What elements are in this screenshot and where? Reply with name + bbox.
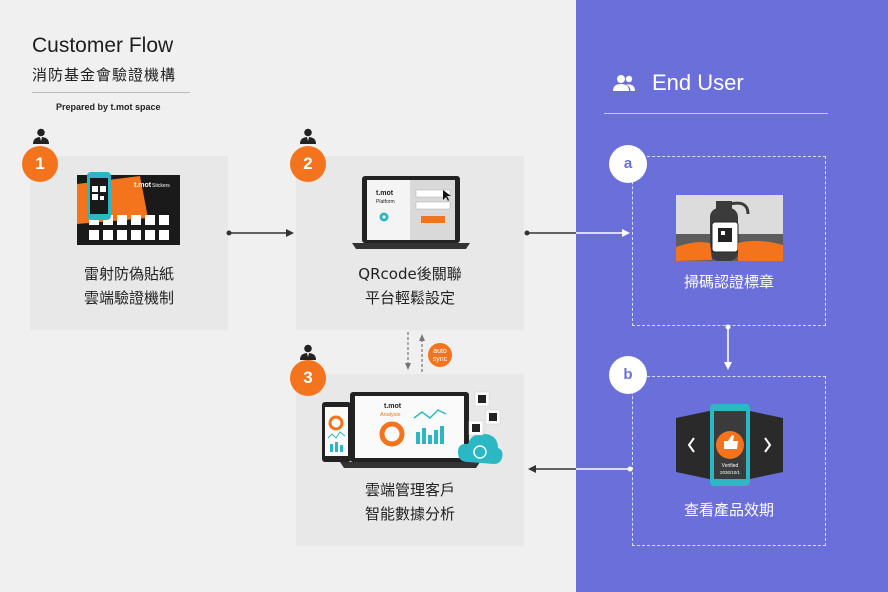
- end-user-step-b-card: 查看產品效期: [632, 376, 826, 546]
- step-2-label: QRcode後關聯 平台輕鬆設定: [296, 262, 524, 310]
- connector-sync-2-3: [405, 332, 425, 372]
- step-2-label-line1: QRcode後關聯: [358, 265, 462, 283]
- end-user-step-a-letter: a: [609, 145, 647, 183]
- prepared-by: Prepared by t.mot space: [56, 102, 161, 112]
- step-1-number: 1: [22, 146, 58, 182]
- step-3-label: 雲端管理客戶 智能數據分析: [296, 478, 524, 526]
- verified-phone-illustration: Verified 2030/10/1: [676, 404, 783, 486]
- end-user-step-b-label: 查看產品效期: [683, 501, 774, 519]
- platform-laptop-illustration: t.mot Platform: [352, 176, 470, 249]
- platform-brand-text: t.mot: [376, 190, 394, 197]
- person-icon: [300, 128, 316, 144]
- end-user-step-a-label: 掃碼認證標章: [683, 273, 774, 291]
- group-users-icon: [613, 75, 635, 91]
- auto-sync-line2: sync: [433, 356, 448, 363]
- connector-1-to-2: [226, 229, 294, 237]
- sticker-caption-text: Stickers: [152, 183, 170, 189]
- end-user-step-b-letter: b: [609, 356, 647, 394]
- step-3-label-line2: 智能數據分析: [364, 505, 455, 523]
- end-user-title: End User: [652, 70, 744, 95]
- step-2-label-line2: 平台輕鬆設定: [364, 289, 455, 307]
- step-1-label-line2: 雲端驗證機制: [83, 289, 174, 307]
- connector-b-to-3: [528, 465, 633, 473]
- step-2-number: 2: [290, 146, 326, 182]
- step-3-label-line1: 雲端管理客戶: [364, 481, 455, 499]
- person-icon: [33, 128, 49, 144]
- step-1-label: 雷射防偽貼紙 雲端驗證機制: [30, 262, 228, 310]
- analysis-brand-text: t.mot: [384, 403, 402, 410]
- end-user-panel: [576, 0, 888, 592]
- scan-extinguisher-illustration: [676, 195, 783, 261]
- step-3-number: 3: [290, 360, 326, 396]
- analysis-devices-illustration: t.mot Analysis: [322, 391, 503, 468]
- platform-caption-text: Platform: [376, 199, 395, 205]
- auto-sync-badge: auto sync: [428, 343, 452, 367]
- analysis-caption-text: Analysis: [380, 412, 401, 418]
- connector-2-to-a: [524, 229, 630, 237]
- sticker-brand-text: t.mot: [134, 182, 152, 189]
- step-1-label-line1: 雷射防偽貼紙: [83, 265, 174, 283]
- connector-a-to-b: [724, 324, 732, 370]
- page-subtitle: 消防基金會驗證機構: [32, 66, 177, 84]
- sticker-sheet-illustration: t.mot Stickers: [77, 172, 180, 245]
- auto-sync-line1: auto: [433, 348, 447, 355]
- page-title: Customer Flow: [32, 34, 174, 57]
- end-user-divider: [604, 113, 828, 114]
- person-icon: [300, 344, 316, 360]
- title-divider: [32, 92, 190, 93]
- verified-label-text: Verified: [722, 463, 739, 469]
- verified-date-text: 2030/10/1: [720, 470, 741, 475]
